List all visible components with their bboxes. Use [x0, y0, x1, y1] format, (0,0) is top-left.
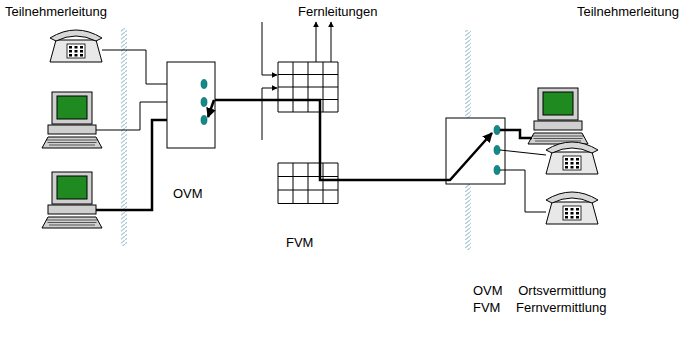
active-wire — [500, 130, 532, 138]
node-label: OVM — [173, 186, 203, 201]
local-exchange: OVM — [167, 62, 215, 148]
boundary-hatch — [121, 28, 127, 246]
trunk-arrow — [262, 22, 277, 75]
abbreviation-note: OVM Ortsvermittlung — [473, 283, 606, 298]
port-dot — [494, 166, 500, 175]
caption-label: Teilnehmerleitung — [5, 4, 107, 19]
computer-icon — [42, 172, 102, 228]
computer-icon — [528, 88, 588, 144]
port-dot — [494, 126, 500, 135]
switch-matrix — [278, 163, 338, 204]
computer-icon — [42, 92, 102, 148]
active-wire — [278, 100, 492, 180]
abbreviation-note: FVM Fernvermittlung — [473, 300, 606, 315]
port-dot — [201, 98, 207, 107]
telephone-icon — [50, 30, 102, 62]
local-switch-box — [167, 62, 215, 148]
switch-matrix — [278, 62, 338, 112]
wire — [500, 150, 546, 155]
trunk-arrow — [331, 22, 332, 62]
trunk-arrow — [262, 88, 277, 140]
telephone-icon — [546, 142, 598, 174]
wire — [500, 170, 546, 212]
port-dot — [201, 116, 207, 125]
node-label: FVM — [286, 235, 313, 250]
trunk-connection — [215, 99, 278, 102]
trunk-arrow — [316, 22, 317, 62]
switch-arrow — [208, 100, 214, 117]
port-dot — [201, 80, 207, 89]
telephone-icon — [546, 192, 598, 224]
port-dot — [494, 146, 500, 155]
trunk-exchange: FVM — [278, 62, 338, 203]
caption-label: Fernleitungen — [298, 4, 378, 19]
caption-label: Teilnehmerleitung — [577, 4, 679, 19]
